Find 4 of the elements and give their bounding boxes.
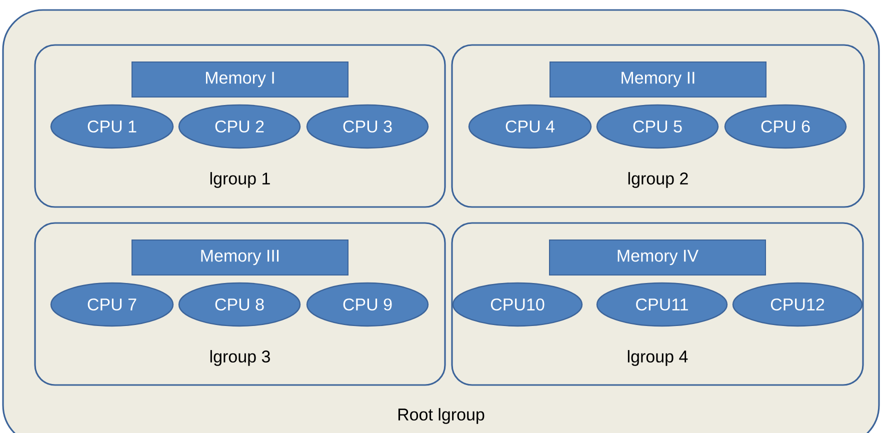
memory-box: Memory I: [132, 62, 348, 98]
memory-box: Memory II: [550, 62, 766, 98]
memory-box: Memory III: [132, 240, 348, 276]
memory-box: Memory IV: [549, 240, 766, 276]
